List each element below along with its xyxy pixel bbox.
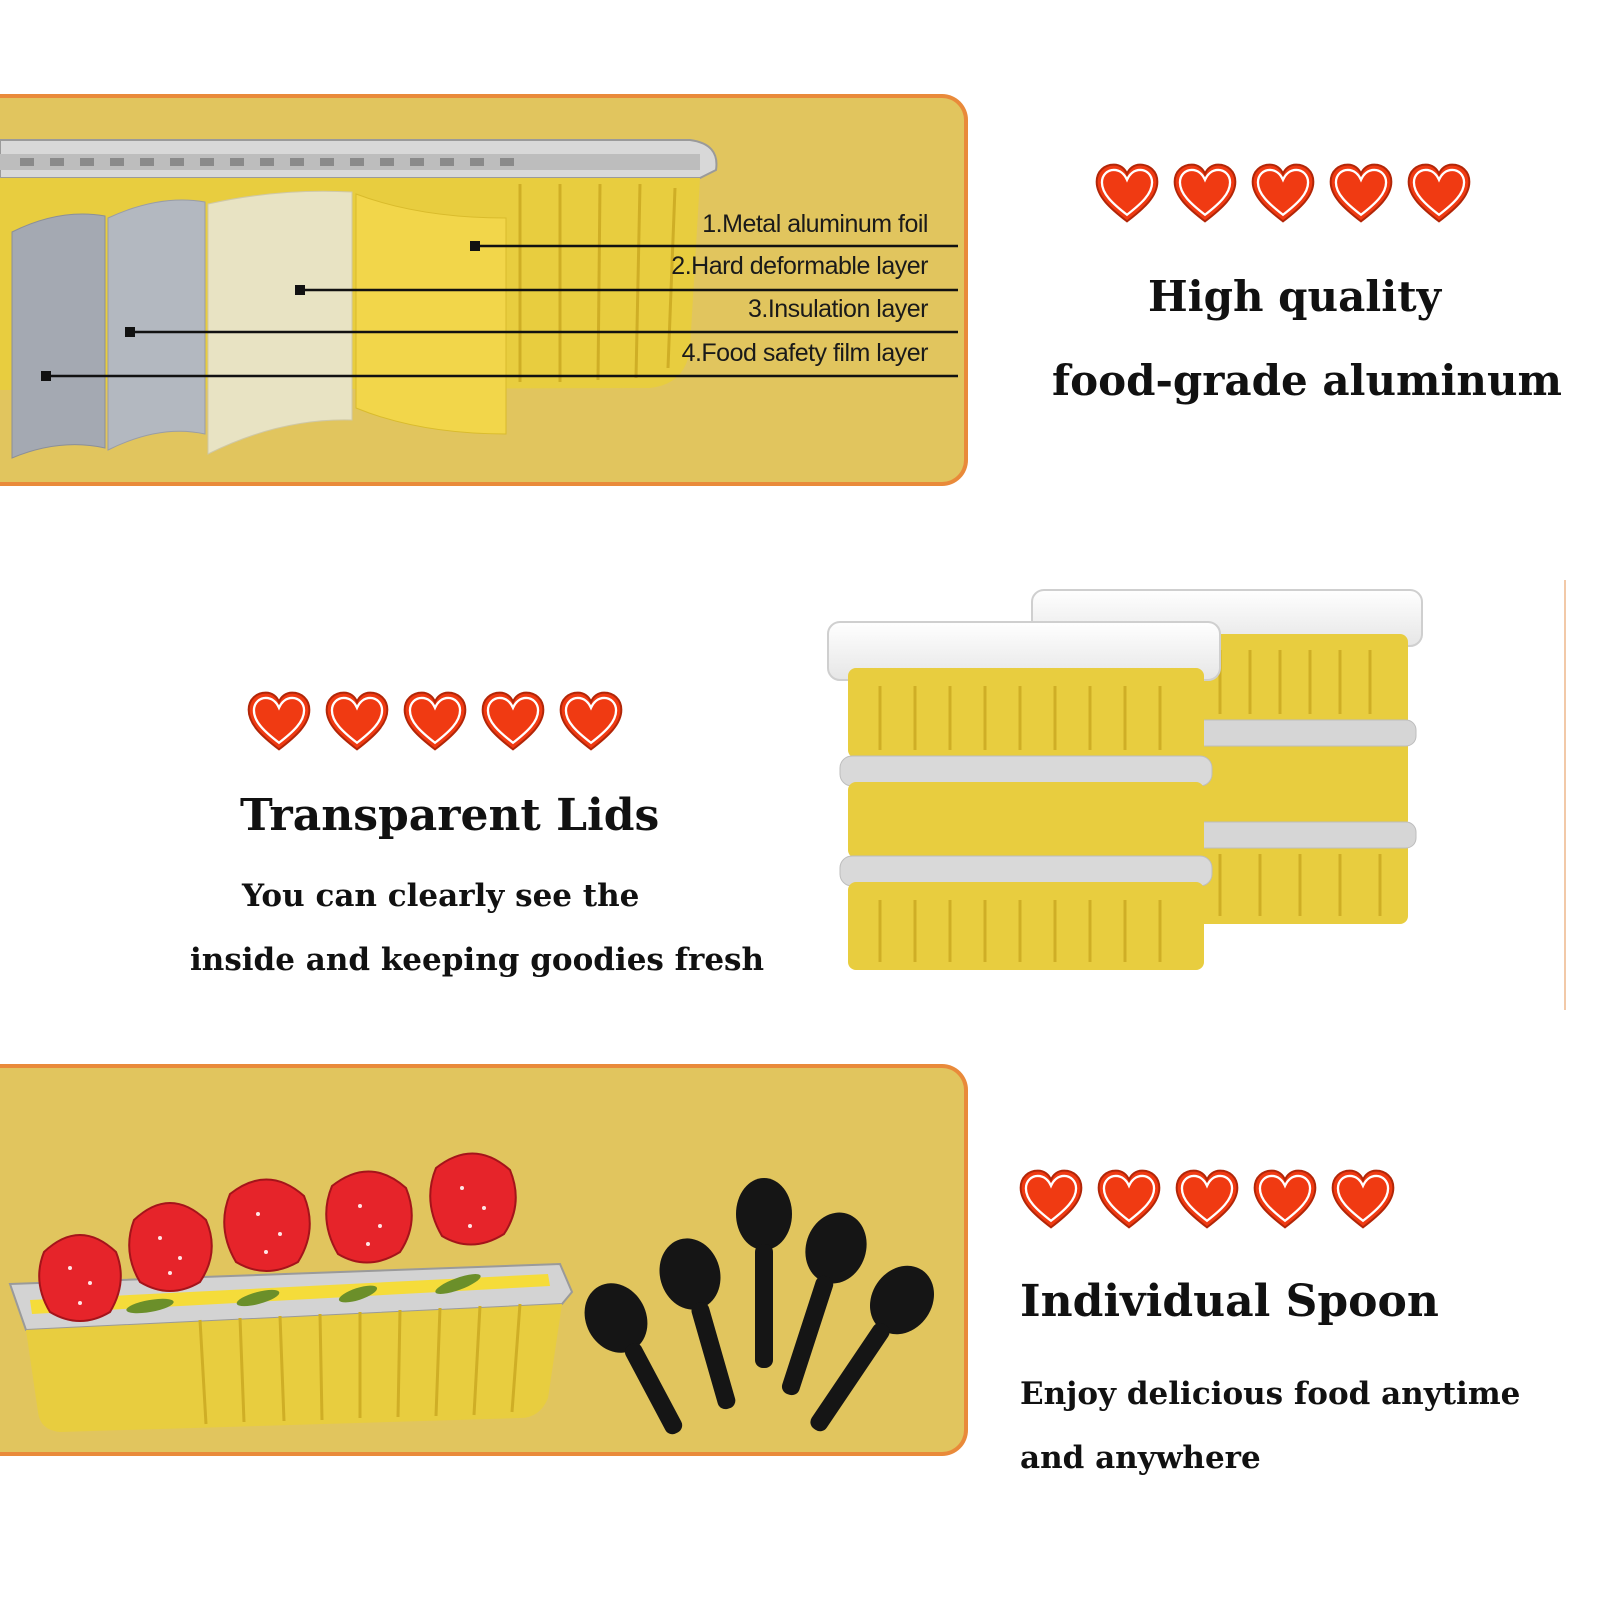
heart-icon [1406,162,1472,224]
spoon-desc-line1: Enjoy delicious food anytime [1020,1376,1521,1412]
lids-desc-line2: inside and keeping goodies fresh [190,942,765,978]
heart-icon [246,690,312,752]
spoon-panel [0,1064,968,1456]
dessert-tray-and-spoons-illustration [8,1152,934,1435]
layer-label-metal-foil: 1.Metal aluminum foil [702,210,928,238]
heart-icon [480,690,546,752]
spoon-title: Individual Spoon [1020,1276,1439,1327]
heart-icon [1174,1168,1240,1230]
heart-icon [1328,162,1394,224]
lids-title: Transparent Lids [240,790,660,841]
layer-label-insulation: 3.Insulation layer [747,295,929,323]
layer-label-hard-deformable: 2.Hard deformable layer [671,252,928,280]
lids-desc-line1: You can clearly see the [242,878,640,914]
heart-icon [324,690,390,752]
heart-icon [558,690,624,752]
spoon-desc-line2: and anywhere [1020,1440,1261,1476]
heart-icon [1172,162,1238,224]
heart-icon [1330,1168,1396,1230]
heart-icon [1094,162,1160,224]
layer-label-food-safety-film: 4.Food safety film layer [681,339,929,367]
heart-icon [402,690,468,752]
heart-icon [1018,1168,1084,1230]
quality-title-line1: High quality [1148,272,1441,321]
heart-icon [1096,1168,1162,1230]
stacked-containers-illustration [827,580,1566,1010]
quality-title-line2: food-grade aluminum [1052,356,1562,405]
spoon-rating [1018,1168,1396,1230]
heart-icon [1250,162,1316,224]
quality-rating [1094,162,1472,224]
layers-panel: 1.Metal aluminum foil 2.Hard deformable … [0,94,968,486]
lids-rating [246,690,624,752]
foil-tray-layers-illustration [0,139,958,459]
heart-icon [1252,1168,1318,1230]
